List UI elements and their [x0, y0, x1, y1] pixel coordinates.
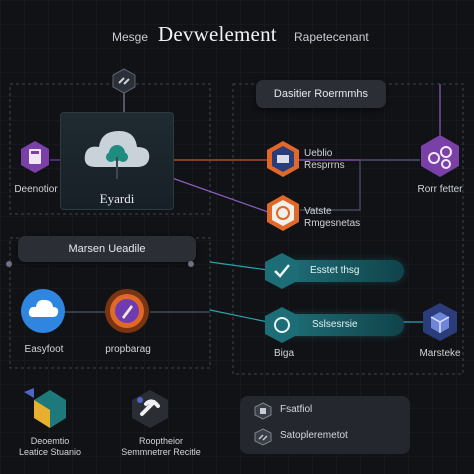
- panel-item-1-label: Fsatfiol: [280, 404, 313, 415]
- legend-item-2-line2: Semmnetrer Recitle: [121, 447, 201, 457]
- middle-node-1-label: Ueblio Resprrns: [304, 148, 374, 172]
- middle-node-1-line1: Ueblio: [304, 148, 333, 159]
- middle-left-pill-label: Marsen Ueadile: [68, 243, 146, 255]
- top-right-pill[interactable]: Dasitier Roermmhs: [256, 80, 386, 108]
- refresh-icon: [265, 307, 299, 343]
- legend-item-2: Rooptheior Semmnetrer Recitle: [116, 436, 206, 458]
- legend-item-2-line1: Rooptheior: [138, 436, 184, 446]
- middle-node-2-label: Vatste Rmgesnetas: [304, 206, 374, 230]
- info-panel: Fsatfiol Satopleremetot: [240, 396, 410, 454]
- bottom-right-label: Marsteke: [419, 348, 461, 359]
- cloud-card[interactable]: Eyardi: [60, 112, 174, 210]
- middle-node-1-line2: Resprrns: [304, 160, 345, 171]
- pen-icon[interactable]: [104, 288, 150, 334]
- building-icon[interactable]: [266, 140, 300, 178]
- middle-node-2-line1: Vatste: [304, 206, 332, 217]
- link-icon: [112, 68, 136, 94]
- connector-dot: [188, 261, 194, 267]
- header: Mesge Devwelement Rapetecenant: [0, 22, 474, 52]
- header-right-text: Rapetecenant: [294, 30, 369, 44]
- legend-item-1: Deoemtio Leatice Stuanio: [10, 436, 90, 458]
- cube-icon[interactable]: [422, 302, 458, 342]
- connector-dot: [6, 261, 12, 267]
- bottom-hex-label: Biga: [273, 348, 294, 359]
- teal-bar-2-label: Sslsesrsie: [312, 319, 358, 330]
- page-title: Devwelement: [158, 22, 277, 46]
- teal-bar-2[interactable]: Sslsesrsie: [282, 314, 404, 336]
- gear-icon: [132, 390, 168, 428]
- tree-icon: [106, 145, 128, 179]
- panel-item-2-label: Satopleremetot: [280, 430, 348, 441]
- legend-item-1-line1: Deoemtio: [30, 436, 70, 446]
- top-right-pill-label: Dasitier Roermmhs: [273, 88, 369, 100]
- middle-left-pill[interactable]: Marsen Ueadile: [18, 236, 196, 262]
- cloud-label: Eyardi: [99, 191, 135, 206]
- teal-bar-1[interactable]: Esstet thsg: [282, 260, 404, 282]
- link-icon: [254, 428, 272, 446]
- cloud-icon: [84, 131, 150, 179]
- header-left-text: Mesge: [112, 30, 149, 44]
- middle-node-2-line2: Rmgesnetas: [304, 218, 361, 229]
- left-node-label: Deenotior: [14, 184, 58, 195]
- check-icon: [265, 253, 299, 289]
- cloud-icon[interactable]: [20, 288, 66, 334]
- bottom-left-node-1-label: Easyfoot: [24, 344, 64, 355]
- molecule-icon[interactable]: [420, 134, 460, 178]
- shape-icon: [24, 388, 66, 428]
- teal-bar-1-label: Esstet thsg: [310, 265, 360, 276]
- building-icon: [254, 402, 272, 420]
- bottom-left-node-2-label: propbarag: [105, 344, 151, 355]
- target-icon[interactable]: [266, 194, 300, 232]
- calculator-icon[interactable]: [20, 140, 50, 174]
- right-node-label: Rorr fetter: [417, 184, 463, 195]
- legend-item-1-line2: Leatice Stuanio: [18, 447, 82, 457]
